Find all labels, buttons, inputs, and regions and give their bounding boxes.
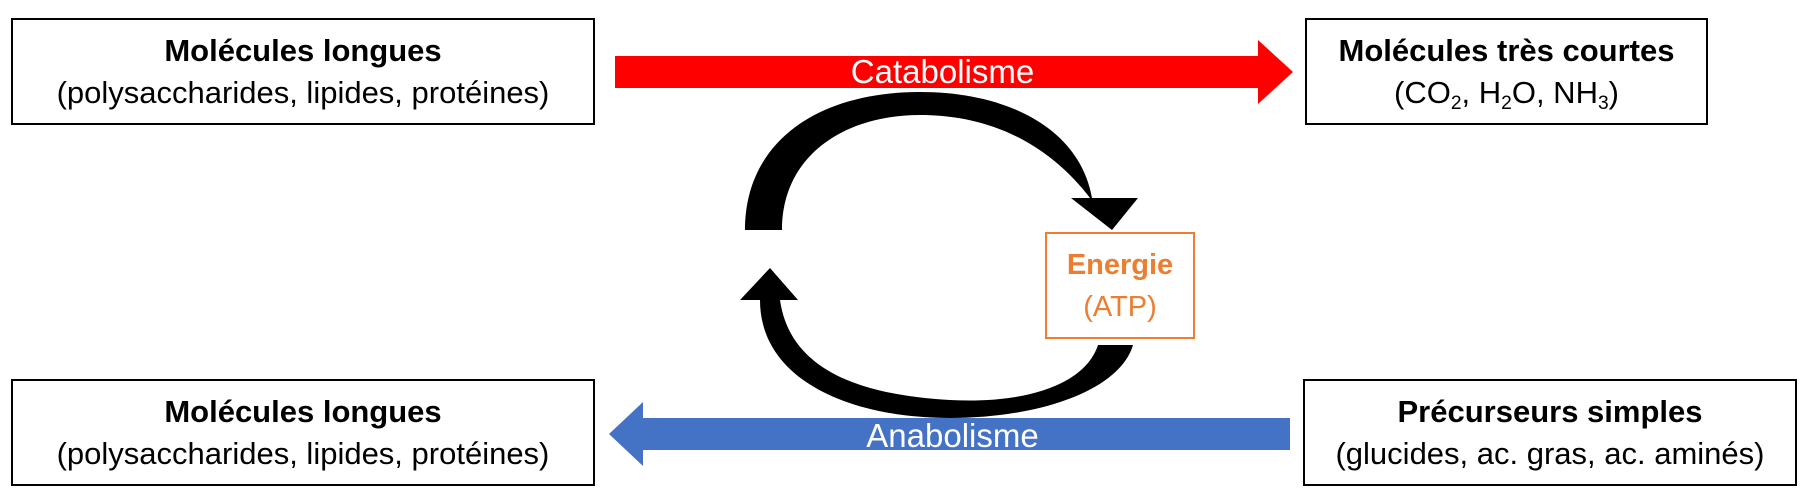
anabolism-label: Anabolisme	[866, 417, 1039, 454]
top-left-subtitle: (polysaccharides, lipides, protéines)	[56, 74, 550, 110]
energy-title: Energie	[1066, 248, 1174, 281]
energy-box: Energie (ATP)	[1045, 232, 1195, 339]
bottom-right-title: Précurseurs simples	[1397, 393, 1703, 429]
energy-subtitle: (ATP)	[1083, 290, 1157, 323]
catabolism-arrow	[615, 40, 1293, 104]
upper-cycle-arrow	[745, 92, 1138, 230]
top-left-title: Molécules longues	[164, 32, 442, 68]
catabolism-label: Catabolisme	[850, 53, 1035, 90]
anabolism-arrow	[609, 402, 1290, 466]
top-right-subtitle: (CO2, H2O, NH3)	[1394, 74, 1619, 114]
lower-cycle-arrow	[740, 268, 1133, 418]
bottom-left-title: Molécules longues	[164, 393, 442, 429]
bottom-left-box: Molécules longues (polysaccharides, lipi…	[11, 379, 595, 486]
top-right-title: Molécules très courtes	[1338, 32, 1675, 68]
bottom-left-subtitle: (polysaccharides, lipides, protéines)	[56, 435, 550, 471]
bottom-right-subtitle: (glucides, ac. gras, ac. aminés)	[1335, 435, 1765, 471]
top-right-box: Molécules très courtes (CO2, H2O, NH3)	[1305, 18, 1708, 125]
top-left-box: Molécules longues (polysaccharides, lipi…	[11, 18, 595, 125]
bottom-right-box: Précurseurs simples (glucides, ac. gras,…	[1303, 379, 1797, 486]
